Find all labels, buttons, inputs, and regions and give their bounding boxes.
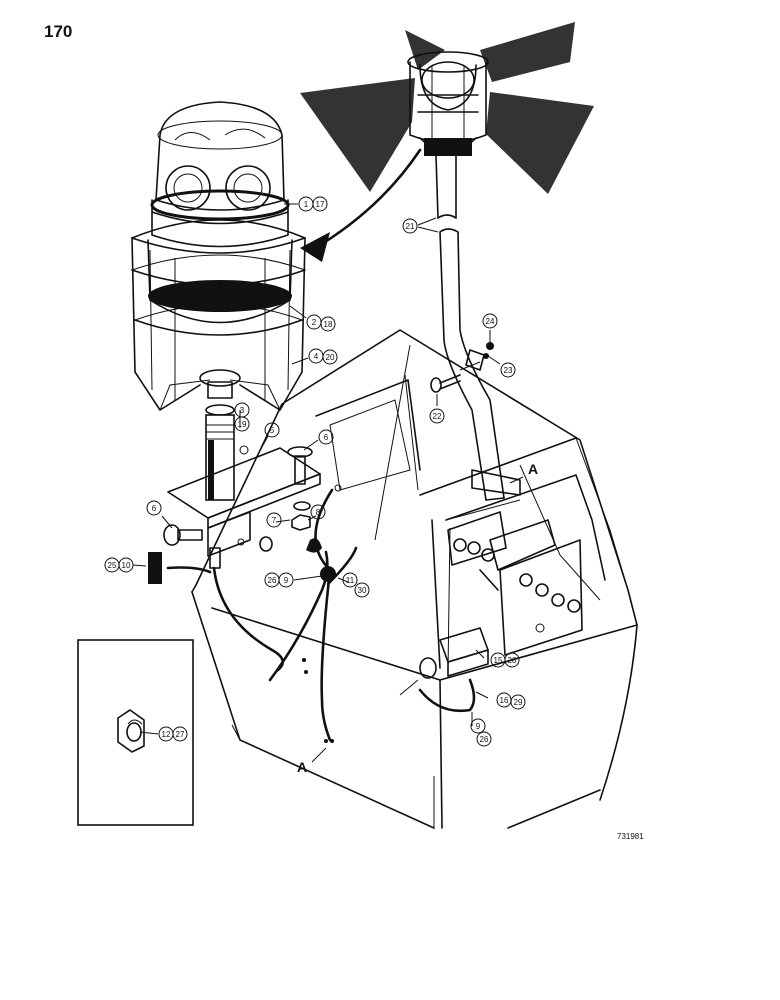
callout-21: 21	[402, 218, 418, 234]
callout-balloons: 1 17 2 18 4 20 3 19 5	[104, 196, 526, 747]
svg-text:23: 23	[504, 366, 513, 375]
svg-text:16: 16	[500, 696, 509, 705]
svg-text:27: 27	[176, 730, 185, 739]
callout-26-9-left: 26 9	[264, 572, 294, 588]
leader-lines	[132, 203, 501, 735]
arrow-head	[300, 232, 330, 262]
svg-text:10: 10	[122, 561, 131, 570]
reference-letter-a-bottom: A	[297, 759, 307, 775]
svg-text:25: 25	[108, 561, 117, 570]
svg-text:17: 17	[316, 200, 325, 209]
callout-15-28: 15 28	[490, 652, 520, 668]
spring-and-cables	[148, 484, 358, 742]
callout-1-17: 1 17	[298, 196, 328, 212]
svg-text:6: 6	[152, 504, 157, 513]
callout-16-29: 16 29	[496, 692, 526, 710]
svg-text:26: 26	[480, 735, 489, 744]
callout-22: 22	[429, 408, 445, 424]
svg-text:6: 6	[324, 433, 329, 442]
mount-assembly	[163, 414, 322, 557]
svg-text:11: 11	[346, 576, 355, 585]
callout-8: 8	[310, 504, 326, 520]
svg-text:24: 24	[486, 317, 495, 326]
callout-25-10: 25 10	[104, 557, 134, 573]
small-beacon	[407, 51, 489, 156]
svg-text:22: 22	[433, 412, 442, 421]
callout-24: 24	[482, 313, 498, 329]
callout-2-18: 2 18	[306, 314, 336, 332]
svg-text:12: 12	[162, 730, 171, 739]
callout-6-right: 6	[318, 429, 334, 445]
callout-5: 5	[264, 422, 280, 438]
light-beams	[300, 22, 594, 194]
svg-text:4: 4	[314, 352, 319, 361]
svg-text:5: 5	[270, 426, 275, 435]
mast: A	[435, 155, 538, 501]
callout-9-26-right: 9 26	[470, 718, 492, 747]
callout-23: 23	[500, 362, 516, 378]
svg-text:8: 8	[316, 508, 321, 517]
svg-text:3: 3	[240, 406, 245, 415]
svg-text:26: 26	[268, 576, 277, 585]
callout-3-19: 3 19	[234, 402, 250, 432]
beam-right	[486, 92, 594, 194]
svg-text:20: 20	[326, 353, 335, 362]
svg-text:28: 28	[508, 656, 517, 665]
page-number: 170	[44, 22, 73, 41]
beam-top-left	[405, 30, 445, 70]
callout-6-left: 6	[146, 500, 162, 516]
callout-7: 7	[266, 512, 282, 528]
mast-fasteners	[430, 342, 494, 393]
svg-text:1: 1	[304, 200, 309, 209]
inset-detail	[77, 639, 194, 826]
figure-number: 731981	[617, 832, 644, 841]
svg-text:29: 29	[514, 698, 523, 707]
svg-text:19: 19	[238, 420, 247, 429]
svg-text:30: 30	[358, 586, 367, 595]
beam-top-right	[480, 22, 575, 82]
svg-text:9: 9	[476, 722, 481, 731]
reference-letter-a-top: A	[528, 461, 538, 477]
svg-text:7: 7	[272, 516, 277, 525]
large-beacon	[131, 101, 306, 416]
callout-4-20: 4 20	[308, 348, 338, 365]
svg-text:2: 2	[312, 318, 317, 327]
beam-left	[300, 78, 415, 192]
callout-11-30: 11 30	[342, 572, 370, 598]
callout-12-27: 12 27	[158, 726, 188, 742]
svg-text:18: 18	[324, 320, 333, 329]
svg-text:21: 21	[406, 222, 415, 231]
svg-text:9: 9	[284, 576, 289, 585]
cab-body: A	[191, 329, 638, 829]
svg-text:15: 15	[494, 656, 503, 665]
